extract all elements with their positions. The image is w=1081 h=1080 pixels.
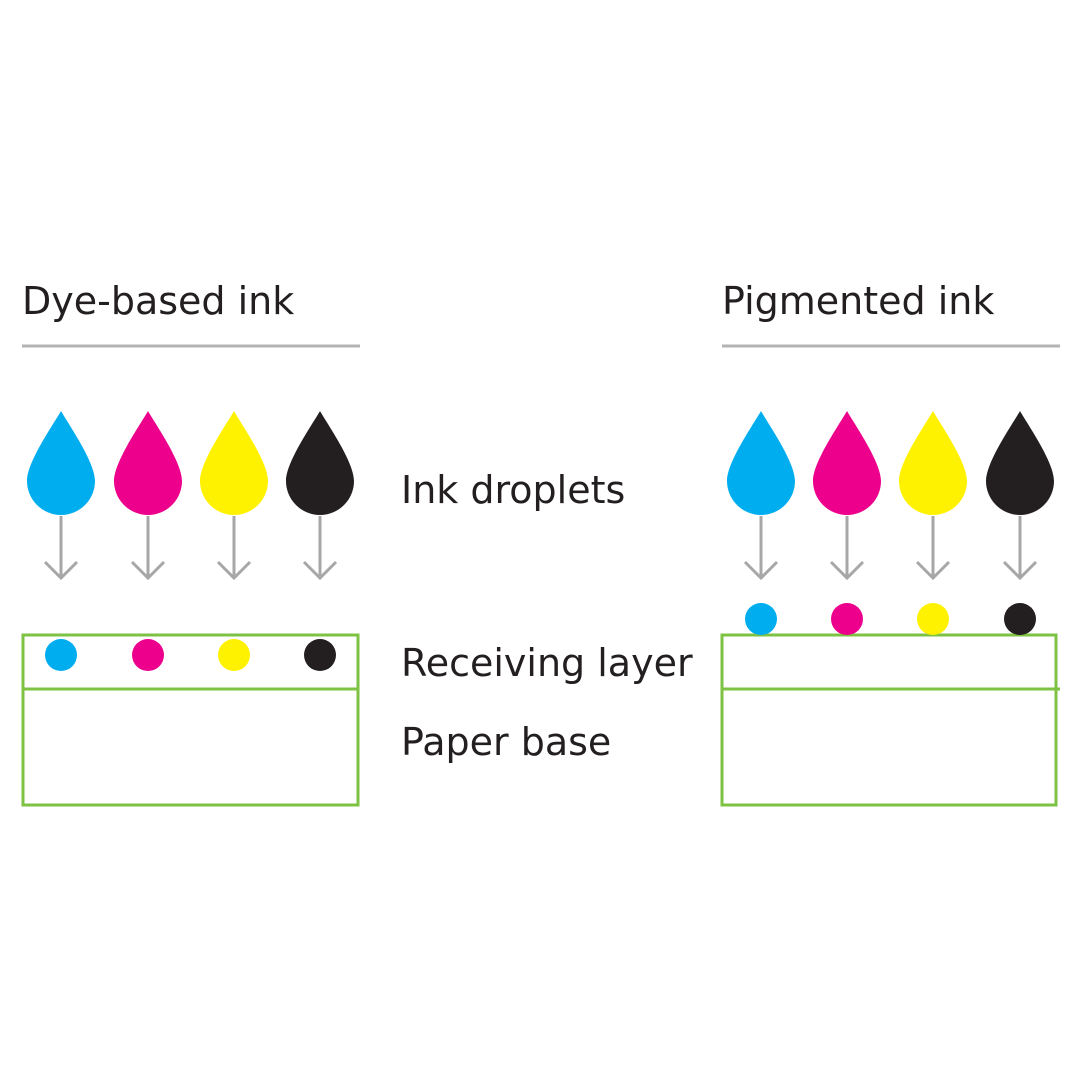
down-arrow-icon <box>915 516 951 581</box>
magenta-ink-dot <box>831 603 863 635</box>
drop-arrows-pigment <box>743 516 1038 581</box>
down-arrow-icon <box>43 516 79 581</box>
black-drop-icon <box>986 411 1054 515</box>
down-arrow-icon <box>1002 516 1038 581</box>
black-ink-dot <box>1004 603 1036 635</box>
down-arrow-icon <box>302 516 338 581</box>
black-drop-icon <box>286 411 354 515</box>
ink-drops-pigment <box>727 411 1054 515</box>
magenta-ink-dot <box>132 639 164 671</box>
down-arrow-icon <box>743 516 779 581</box>
yellow-ink-dot <box>218 639 250 671</box>
paper-stack-pigment <box>720 633 1058 807</box>
down-arrow-icon <box>829 516 865 581</box>
cyan-drop-icon <box>727 411 795 515</box>
ink-dots-pigment <box>745 603 1036 635</box>
panel-title-dye: Dye-based ink <box>22 279 294 323</box>
down-arrow-icon <box>130 516 166 581</box>
cyan-ink-dot <box>45 639 77 671</box>
label-ink-droplets: Ink droplets <box>401 468 625 512</box>
yellow-drop-icon <box>200 411 268 515</box>
ink-dots-dye <box>45 639 336 671</box>
label-paper-base: Paper base <box>401 720 611 764</box>
cyan-ink-dot <box>745 603 777 635</box>
magenta-drop-icon <box>813 411 881 515</box>
yellow-ink-dot <box>917 603 949 635</box>
panel-pigmented: Pigmented ink <box>720 279 1060 807</box>
yellow-drop-icon <box>899 411 967 515</box>
down-arrow-icon <box>216 516 252 581</box>
panel-title-pigment: Pigmented ink <box>722 279 994 323</box>
cyan-drop-icon <box>27 411 95 515</box>
ink-drops-dye <box>27 411 354 516</box>
panel-dye-based: Dye-based ink <box>21 279 360 807</box>
black-ink-dot <box>304 639 336 671</box>
drop-arrows-dye <box>43 516 338 581</box>
magenta-drop-icon <box>113 411 182 516</box>
paper-stack-dye <box>21 633 360 807</box>
label-receiving-layer: Receiving layer <box>401 641 693 685</box>
